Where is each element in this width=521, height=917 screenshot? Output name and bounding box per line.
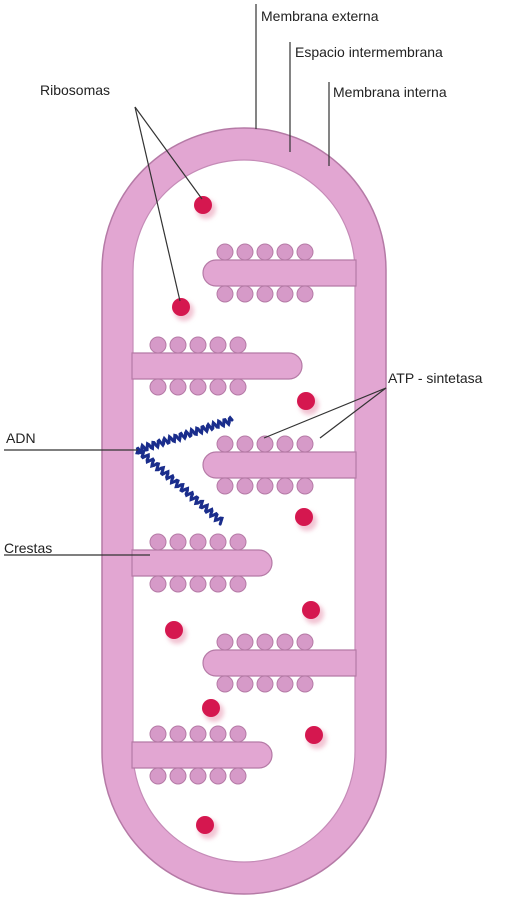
- atp-synthase-2-5-b: [229, 378, 247, 396]
- atp-synthase-5-1-t: [216, 633, 234, 651]
- atp-synthase-2-1-t: [149, 336, 167, 354]
- atp-synthase-6-4-t: [209, 725, 227, 743]
- atp-synthase-1-5-b: [296, 285, 314, 303]
- atp-synthase-6-5-b: [229, 767, 247, 785]
- atp-synthase-3-2-b: [236, 477, 254, 495]
- atp-synthase-1-4-t: [276, 243, 294, 261]
- atp-synthase-3-1-t: [216, 435, 234, 453]
- atp-synthase-6-3-t: [189, 725, 207, 743]
- atp-synthase-5-3-b: [256, 675, 274, 693]
- atp-synthase-4-3-b: [189, 575, 207, 593]
- atp-synthase-2-5-t: [229, 336, 247, 354]
- label-inner-membrane: Membrana interna: [333, 84, 447, 100]
- atp-synthase-6-1-t: [149, 725, 167, 743]
- leader-ribosome-1: [134, 106, 203, 200]
- atp-synthase-2-3-t: [189, 336, 207, 354]
- leader-lines: [4, 4, 387, 556]
- atp-synthase-5-1-b: [216, 675, 234, 693]
- label-ribosomes: Ribosomas: [40, 82, 111, 98]
- atp-synthase-3-1-b: [216, 477, 234, 495]
- ribosome-5: [302, 601, 320, 619]
- leader-ribosome-2: [134, 106, 181, 302]
- atp-synthase-3-5-b: [296, 477, 314, 495]
- label-intermembrane-space: Espacio intermembrana: [295, 44, 443, 60]
- ribosome-4: [295, 508, 313, 526]
- atp-synthase-5-5-b: [296, 675, 314, 693]
- atp-synthase-4-1-t: [149, 533, 167, 551]
- atp-synthase-4-3-t: [189, 533, 207, 551]
- atp-synthase-1-4-b: [276, 285, 294, 303]
- atp-synthase-2-3-b: [189, 378, 207, 396]
- atp-synthase-4-2-b: [169, 575, 187, 593]
- atp-synthase-1-2-t: [236, 243, 254, 261]
- atp-synthase-6-2-t: [169, 725, 187, 743]
- cristae-group: [131, 243, 357, 785]
- atp-synthase-4-5-t: [229, 533, 247, 551]
- atp-synthase-4-1-b: [149, 575, 167, 593]
- atp-synthase-4-5-b: [229, 575, 247, 593]
- crista-1: [202, 259, 357, 287]
- atp-synthase-5-2-b: [236, 675, 254, 693]
- atp-synthase-3-5-t: [296, 435, 314, 453]
- ribosome-8: [305, 726, 323, 744]
- atp-synthase-5-5-t: [296, 633, 314, 651]
- atp-synthase-2-1-b: [149, 378, 167, 396]
- atp-synthase-1-3-b: [256, 285, 274, 303]
- atp-synthase-2-2-t: [169, 336, 187, 354]
- atp-synthase-1-1-t: [216, 243, 234, 261]
- ribosome-2: [172, 298, 190, 316]
- atp-synthase-3-2-t: [236, 435, 254, 453]
- label-atp-synthase: ATP - sintetasa: [388, 370, 483, 386]
- leader-atp-1: [263, 387, 387, 439]
- atp-synthase-5-3-t: [256, 633, 274, 651]
- atp-synthase-2-4-b: [209, 378, 227, 396]
- crista-4: [131, 549, 273, 577]
- atp-synthase-1-3-t: [256, 243, 274, 261]
- atp-synthase-3-4-t: [276, 435, 294, 453]
- atp-synthase-4-4-t: [209, 533, 227, 551]
- dna-strand: [135, 415, 234, 526]
- atp-synthase-1-5-t: [296, 243, 314, 261]
- atp-synthase-5-2-t: [236, 633, 254, 651]
- atp-synthase-6-2-b: [169, 767, 187, 785]
- ribosome-1: [194, 196, 212, 214]
- atp-synthase-6-1-b: [149, 767, 167, 785]
- atp-synthase-4-4-b: [209, 575, 227, 593]
- atp-synthase-6-5-t: [229, 725, 247, 743]
- ribosome-9: [196, 816, 214, 834]
- label-cristae: Crestas: [4, 540, 53, 556]
- atp-synthase-1-1-b: [216, 285, 234, 303]
- label-dna: ADN: [6, 430, 36, 446]
- leader-atp-2: [319, 387, 387, 439]
- atp-synthase-2-2-b: [169, 378, 187, 396]
- ribosomes-group: [165, 196, 327, 839]
- atp-synthase-3-3-b: [256, 477, 274, 495]
- atp-synthase-3-3-t: [256, 435, 274, 453]
- ribosome-3: [297, 392, 315, 410]
- label-outer-membrane: Membrana externa: [261, 8, 379, 24]
- atp-synthase-5-4-t: [276, 633, 294, 651]
- atp-synthase-5-4-b: [276, 675, 294, 693]
- atp-synthase-3-4-b: [276, 477, 294, 495]
- ribosome-7: [202, 699, 220, 717]
- ribosome-6: [165, 621, 183, 639]
- crista-5: [202, 649, 357, 677]
- atp-synthase-1-2-b: [236, 285, 254, 303]
- atp-synthase-6-3-b: [189, 767, 207, 785]
- atp-synthase-4-2-t: [169, 533, 187, 551]
- atp-synthase-2-4-t: [209, 336, 227, 354]
- atp-synthase-6-4-b: [209, 767, 227, 785]
- crista-2: [131, 352, 303, 380]
- crista-3: [202, 451, 357, 479]
- crista-6: [131, 741, 273, 769]
